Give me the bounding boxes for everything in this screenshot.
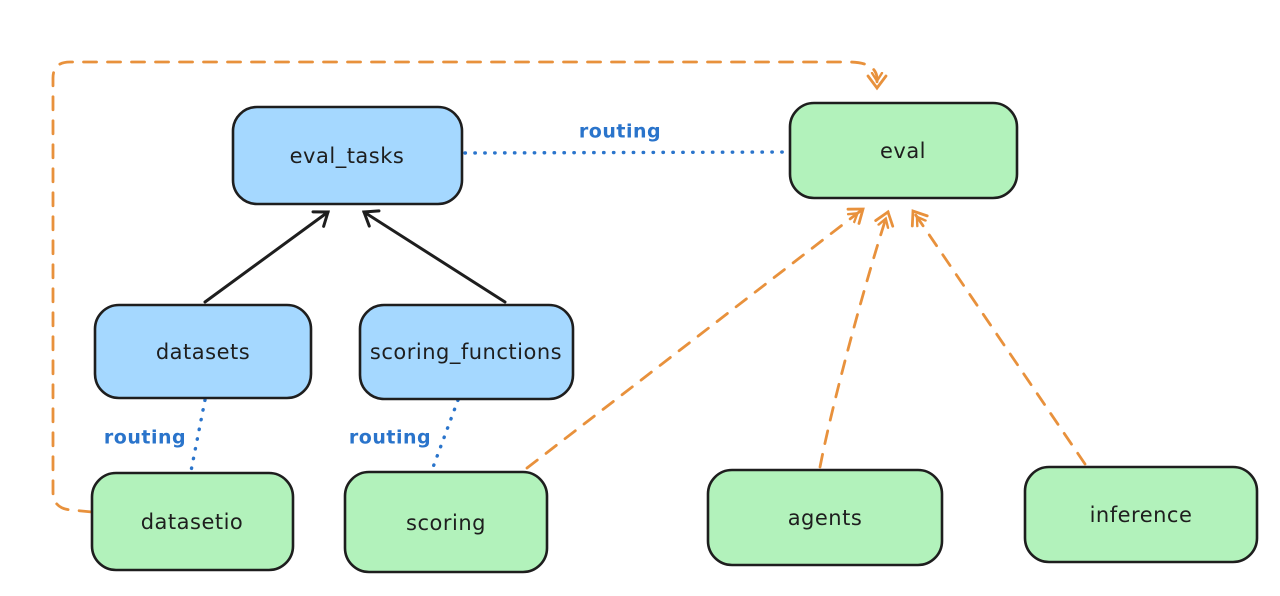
node-inference-box	[1023, 465, 1259, 564]
routing-label-datasetio: routing	[104, 427, 186, 449]
node-eval: eval	[788, 101, 1019, 200]
node-datasets-label: datasets	[156, 340, 250, 364]
edge-scoring-functions-to-scoring-routing	[430, 398, 460, 472]
node-agents-box	[706, 468, 944, 567]
routing-label-top: routing	[579, 121, 661, 143]
node-datasets: datasets	[93, 303, 313, 400]
node-eval-tasks-box	[231, 105, 464, 206]
node-scoring-label: scoring	[406, 511, 486, 535]
edge-inference-to-eval-dashed	[913, 211, 1087, 466]
node-inference: inference	[1023, 465, 1259, 564]
node-inference-label: inference	[1090, 503, 1193, 527]
node-datasets-box	[93, 303, 313, 400]
node-scoring-functions-label: scoring_functions	[370, 340, 562, 365]
node-scoring-box	[343, 470, 549, 574]
node-scoring-functions-box	[358, 303, 575, 401]
node-datasetio: datasetio	[90, 471, 295, 572]
node-agents-label: agents	[788, 506, 863, 530]
node-datasetio-box	[90, 471, 295, 572]
node-eval-tasks-label: eval_tasks	[290, 144, 405, 169]
edge-datasetio-to-eval-dashed	[51, 60, 877, 514]
edge-scoring-to-eval-dashed	[525, 209, 863, 470]
edge-scoring-functions-to-eval-tasks-arrow	[361, 209, 507, 304]
routing-label-scoring: routing	[349, 427, 431, 449]
node-scoring-functions: scoring_functions	[358, 303, 575, 401]
node-scoring: scoring	[343, 470, 549, 574]
node-eval-box	[788, 101, 1019, 200]
node-datasetio-label: datasetio	[141, 510, 244, 534]
node-eval-label: eval	[880, 139, 926, 163]
edge-agents-to-eval-dashed	[818, 212, 888, 469]
node-eval-tasks: eval_tasks	[231, 105, 464, 206]
edge-eval-tasks-to-eval-routing	[463, 150, 790, 155]
node-agents: agents	[706, 468, 944, 567]
edge-datasets-to-datasetio-routing	[189, 398, 207, 473]
edge-datasets-to-eval-tasks-arrow	[203, 210, 331, 304]
